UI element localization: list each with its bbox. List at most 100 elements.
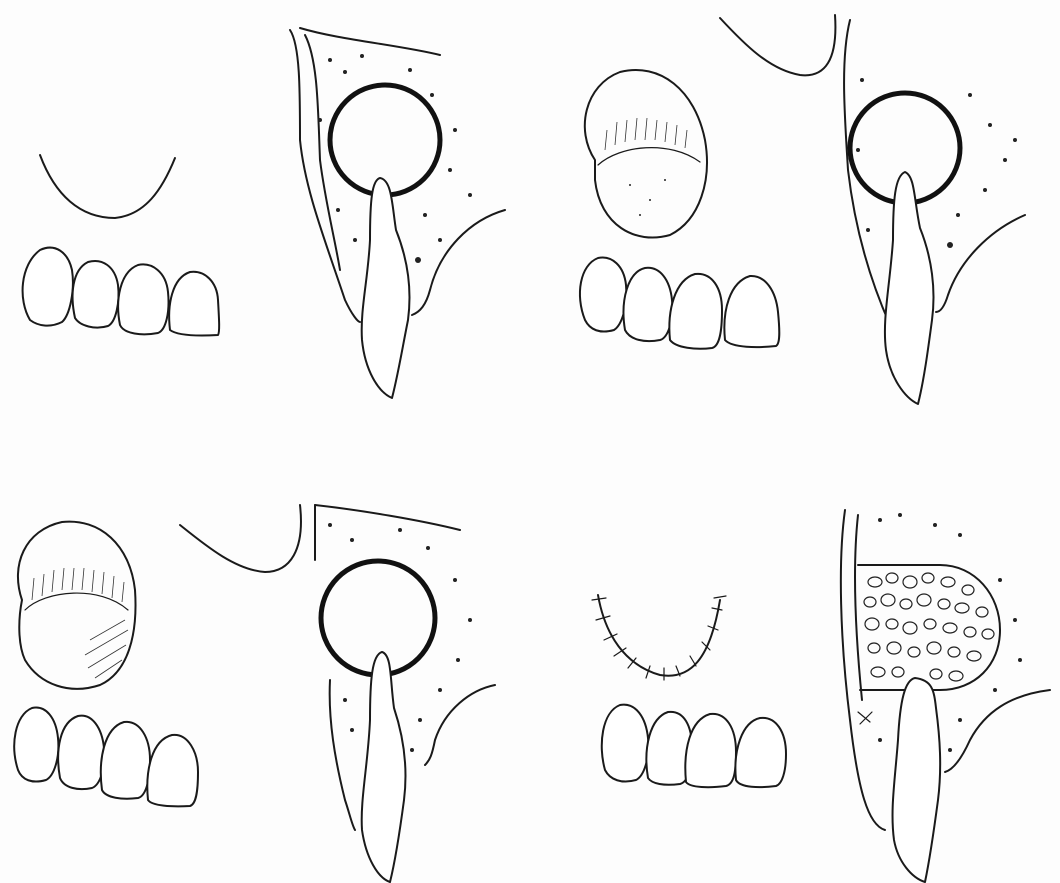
bone-speck — [878, 738, 882, 742]
stipple-dot — [664, 179, 666, 181]
bone-speck — [453, 578, 457, 582]
graft-particle — [943, 623, 957, 633]
tooth-root — [362, 178, 410, 398]
bone-graft-particles — [864, 573, 994, 681]
bone-speck — [415, 257, 421, 263]
bone-speck — [878, 518, 882, 522]
bone-texture — [328, 523, 472, 752]
bone-contour — [945, 690, 1050, 772]
flap-hatching — [32, 568, 128, 678]
tooth — [73, 261, 119, 328]
flap-inner-edge — [598, 148, 700, 165]
bone-speck — [343, 70, 347, 74]
bone-speck — [410, 748, 414, 752]
bone-speck — [468, 193, 472, 197]
bone-speck — [430, 93, 434, 97]
suture-knot-icon — [858, 712, 872, 724]
bone-speck — [1018, 658, 1022, 662]
graft-particle — [868, 643, 880, 653]
bone-section — [290, 28, 505, 398]
graft-filled-defect — [858, 565, 1000, 690]
bone-speck — [408, 68, 412, 72]
stipple-dot — [649, 199, 651, 201]
graft-particle — [955, 603, 969, 613]
tooth-root — [893, 678, 941, 882]
bone-speck — [328, 523, 332, 527]
flap-outline — [18, 522, 136, 689]
graft-particle — [868, 577, 882, 587]
graft-particle — [864, 597, 876, 607]
bone-speck — [336, 208, 340, 212]
bone-speck — [968, 93, 972, 97]
bone-speck — [318, 118, 322, 122]
bone-speck — [353, 238, 357, 242]
graft-particle — [908, 647, 920, 657]
bone-speck — [468, 618, 472, 622]
bone-speck — [350, 728, 354, 732]
bone-outline — [290, 30, 360, 322]
retracted-mucosa — [720, 15, 835, 75]
graft-particle — [949, 671, 963, 681]
bone-speck — [958, 533, 962, 537]
graft-particle — [948, 647, 960, 657]
suture-stitch — [714, 596, 726, 598]
bone-speck — [933, 523, 937, 527]
tooth — [169, 272, 219, 336]
graft-particle — [964, 627, 976, 637]
teeth-row — [14, 708, 198, 807]
flap-outline — [585, 70, 707, 238]
bone-speck — [860, 78, 864, 82]
bone-speck — [448, 168, 452, 172]
raised-flap — [585, 70, 707, 238]
bone-speck — [866, 228, 870, 232]
bone-speck — [398, 528, 402, 532]
cyst-defect — [330, 85, 440, 195]
bone-speck — [948, 748, 952, 752]
bone-speck — [328, 58, 332, 62]
tooth — [685, 714, 736, 787]
bone-speck — [418, 718, 422, 722]
incision-line — [40, 155, 175, 218]
bone-speck — [438, 688, 442, 692]
tooth — [147, 735, 198, 806]
bone-speck — [988, 123, 992, 127]
tooth — [735, 718, 786, 787]
tooth — [14, 708, 58, 782]
teeth-row — [580, 258, 779, 349]
graft-particle — [903, 622, 917, 634]
bone-speck — [426, 546, 430, 550]
bone-speck — [1013, 138, 1017, 142]
bone-speck — [983, 188, 987, 192]
bone-speck — [956, 213, 960, 217]
graft-particle — [976, 607, 988, 617]
tooth — [118, 264, 168, 334]
teeth-row — [602, 705, 786, 788]
raised-flap — [18, 522, 136, 689]
bone-outline — [844, 20, 890, 325]
suture-stitch — [712, 608, 722, 610]
graft-particle — [892, 667, 904, 677]
graft-particle — [982, 629, 994, 639]
bone-speck — [438, 238, 442, 242]
graft-particle — [886, 573, 898, 583]
panel-top-right — [580, 15, 1025, 404]
bone-speck — [453, 128, 457, 132]
bone-speck — [360, 54, 364, 58]
bone-speck — [1013, 618, 1017, 622]
graft-particle — [938, 599, 950, 609]
bone-section — [841, 510, 1050, 882]
bone-contour — [936, 215, 1025, 312]
incision-line — [598, 595, 720, 676]
bone-speck — [958, 718, 962, 722]
bone-speck — [998, 578, 1002, 582]
bone-speck — [856, 148, 860, 152]
graft-particle — [927, 642, 941, 654]
graft-particle — [941, 577, 955, 587]
graft-particle — [881, 594, 895, 606]
panel-bottom-right — [592, 510, 1050, 882]
stipple-dot — [629, 184, 631, 186]
tooth — [669, 274, 722, 349]
graft-particle — [871, 667, 885, 677]
